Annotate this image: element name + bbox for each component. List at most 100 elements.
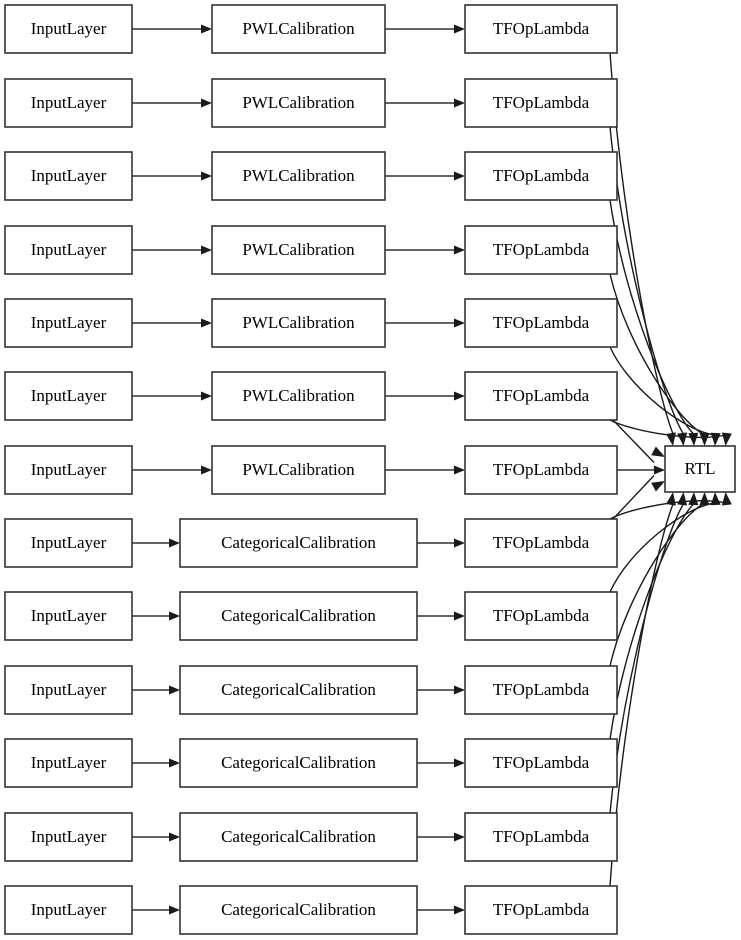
node-input-layer-11-box — [4, 812, 133, 862]
node-input-layer-12[interactable]: InputLayer — [4, 885, 133, 935]
node-categorical-calibration-12[interactable]: CategoricalCalibration — [179, 885, 418, 935]
node-input-layer-11[interactable]: InputLayer — [4, 812, 133, 862]
node-categorical-calibration-12-box — [179, 885, 418, 935]
node-pwl-calibration-1-box — [211, 78, 386, 128]
edge-lambda-to-rtl-6 — [617, 465, 665, 475]
node-pwl-calibration-6[interactable]: PWLCalibration — [211, 445, 386, 495]
edge-input-to-calibration-0-arrowhead — [201, 24, 212, 34]
node-rtl[interactable]: RTL — [664, 445, 736, 493]
edge-calibration-to-lambda-3-arrowhead — [454, 245, 465, 255]
node-input-layer-12-label: InputLayer — [31, 900, 107, 919]
node-pwl-calibration-3[interactable]: PWLCalibration — [211, 225, 386, 275]
node-input-layer-6-label: InputLayer — [31, 460, 107, 479]
node-tf-op-lambda-6[interactable]: TFOpLambda — [464, 445, 618, 495]
edge-input-to-calibration-3-arrowhead — [201, 245, 212, 255]
edge-calibration-to-lambda-11-arrowhead — [454, 832, 465, 842]
edge-lambda-to-rtl-11-arrowhead — [677, 492, 688, 506]
edge-calibration-to-lambda-9 — [417, 685, 465, 695]
edge-lambda-to-rtl-0 — [609, 52, 676, 446]
node-pwl-calibration-2[interactable]: PWLCalibration — [211, 151, 386, 201]
node-categorical-calibration-9[interactable]: CategoricalCalibration — [179, 665, 418, 715]
node-tf-op-lambda-0-box — [464, 4, 618, 54]
edge-input-to-calibration-9 — [132, 685, 180, 695]
edge-lambda-to-rtl-12-arrowhead — [666, 492, 676, 506]
edge-input-to-calibration-5-arrowhead — [201, 391, 212, 401]
node-tf-op-lambda-6-label: TFOpLambda — [493, 460, 590, 479]
edge-calibration-to-lambda-9-arrowhead — [454, 685, 465, 695]
edge-input-to-calibration-2-arrowhead — [201, 171, 212, 181]
node-input-layer-8-box — [4, 591, 133, 641]
edge-lambda-to-rtl-left-7-arrowhead — [651, 481, 665, 492]
edge-input-to-calibration-12-arrowhead — [169, 905, 180, 915]
node-pwl-calibration-3-box — [211, 225, 386, 275]
node-categorical-calibration-7[interactable]: CategoricalCalibration — [179, 518, 418, 568]
node-tf-op-lambda-4[interactable]: TFOpLambda — [464, 298, 618, 348]
node-input-layer-5[interactable]: InputLayer — [4, 371, 133, 421]
edge-lambda-to-rtl-10-arrowhead — [688, 492, 699, 506]
node-categorical-calibration-10-label: CategoricalCalibration — [221, 753, 376, 772]
node-tf-op-lambda-1-label: TFOpLambda — [493, 93, 590, 112]
edge-lambda-to-rtl-left-7 — [612, 475, 665, 520]
node-categorical-calibration-11[interactable]: CategoricalCalibration — [179, 812, 418, 862]
node-pwl-calibration-0-label: PWLCalibration — [242, 19, 355, 38]
node-input-layer-6[interactable]: InputLayer — [4, 445, 133, 495]
edge-lambda-to-rtl-1-arrowhead — [677, 432, 688, 446]
node-input-layer-10[interactable]: InputLayer — [4, 738, 133, 788]
edge-input-to-calibration-6 — [132, 465, 212, 475]
node-tf-op-lambda-5-label: TFOpLambda — [493, 386, 590, 405]
node-pwl-calibration-4[interactable]: PWLCalibration — [211, 298, 386, 348]
node-input-layer-3[interactable]: InputLayer — [4, 225, 133, 275]
node-input-layer-5-box — [4, 371, 133, 421]
edge-lambda-to-rtl-2-arrowhead — [688, 432, 699, 446]
node-input-layer-8-label: InputLayer — [31, 606, 107, 625]
edge-calibration-to-lambda-1 — [385, 98, 465, 108]
node-input-layer-8[interactable]: InputLayer — [4, 591, 133, 641]
edge-input-to-calibration-10 — [132, 758, 180, 768]
node-pwl-calibration-5[interactable]: PWLCalibration — [211, 371, 386, 421]
node-tf-op-lambda-3[interactable]: TFOpLambda — [464, 225, 618, 275]
node-pwl-calibration-6-label: PWLCalibration — [242, 460, 355, 479]
node-tf-op-lambda-9[interactable]: TFOpLambda — [464, 665, 618, 715]
node-tf-op-lambda-8-label: TFOpLambda — [493, 606, 590, 625]
node-tf-op-lambda-5-box — [464, 371, 618, 421]
node-input-layer-3-label: InputLayer — [31, 240, 107, 259]
edge-input-to-calibration-4 — [132, 318, 212, 328]
node-input-layer-7-label: InputLayer — [31, 533, 107, 552]
node-input-layer-7[interactable]: InputLayer — [4, 518, 133, 568]
node-categorical-calibration-8[interactable]: CategoricalCalibration — [179, 591, 418, 641]
node-categorical-calibration-10[interactable]: CategoricalCalibration — [179, 738, 418, 788]
edge-input-to-calibration-8 — [132, 611, 180, 621]
edge-lambda-to-rtl-left-5 — [612, 419, 665, 463]
edge-lambda-to-rtl-8-arrowhead — [710, 492, 721, 506]
edge-calibration-to-lambda-7-arrowhead — [454, 538, 465, 548]
edge-lambda-to-rtl-9-arrowhead — [699, 492, 710, 505]
node-input-layer-1[interactable]: InputLayer — [4, 78, 133, 128]
node-tf-op-lambda-7[interactable]: TFOpLambda — [464, 518, 618, 568]
edge-input-to-calibration-7 — [132, 538, 180, 548]
node-tf-op-lambda-1[interactable]: TFOpLambda — [464, 78, 618, 128]
node-input-layer-0[interactable]: InputLayer — [4, 4, 133, 54]
edge-calibration-to-lambda-5 — [385, 391, 465, 401]
node-tf-op-lambda-12[interactable]: TFOpLambda — [464, 885, 618, 935]
node-tf-op-lambda-8[interactable]: TFOpLambda — [464, 591, 618, 641]
node-tf-op-lambda-0[interactable]: TFOpLambda — [464, 4, 618, 54]
edge-lambda-to-rtl-8-curve — [609, 502, 716, 593]
node-pwl-calibration-0[interactable]: PWLCalibration — [211, 4, 386, 54]
edge-calibration-to-lambda-4-arrowhead — [454, 318, 465, 328]
node-tf-op-lambda-2[interactable]: TFOpLambda — [464, 151, 618, 201]
node-categorical-calibration-8-box — [179, 591, 418, 641]
node-input-layer-2[interactable]: InputLayer — [4, 151, 133, 201]
node-tf-op-lambda-10[interactable]: TFOpLambda — [464, 738, 618, 788]
node-pwl-calibration-0-box — [211, 4, 386, 54]
node-rtl-label: RTL — [684, 459, 715, 478]
node-input-layer-9[interactable]: InputLayer — [4, 665, 133, 715]
edge-calibration-to-lambda-1-arrowhead — [454, 98, 465, 108]
node-tf-op-lambda-5[interactable]: TFOpLambda — [464, 371, 618, 421]
node-input-layer-1-box — [4, 78, 133, 128]
node-tf-op-lambda-11[interactable]: TFOpLambda — [464, 812, 618, 862]
node-pwl-calibration-1[interactable]: PWLCalibration — [211, 78, 386, 128]
node-categorical-calibration-7-label: CategoricalCalibration — [221, 533, 376, 552]
node-input-layer-4[interactable]: InputLayer — [4, 298, 133, 348]
edge-input-to-calibration-8-arrowhead — [169, 611, 180, 621]
